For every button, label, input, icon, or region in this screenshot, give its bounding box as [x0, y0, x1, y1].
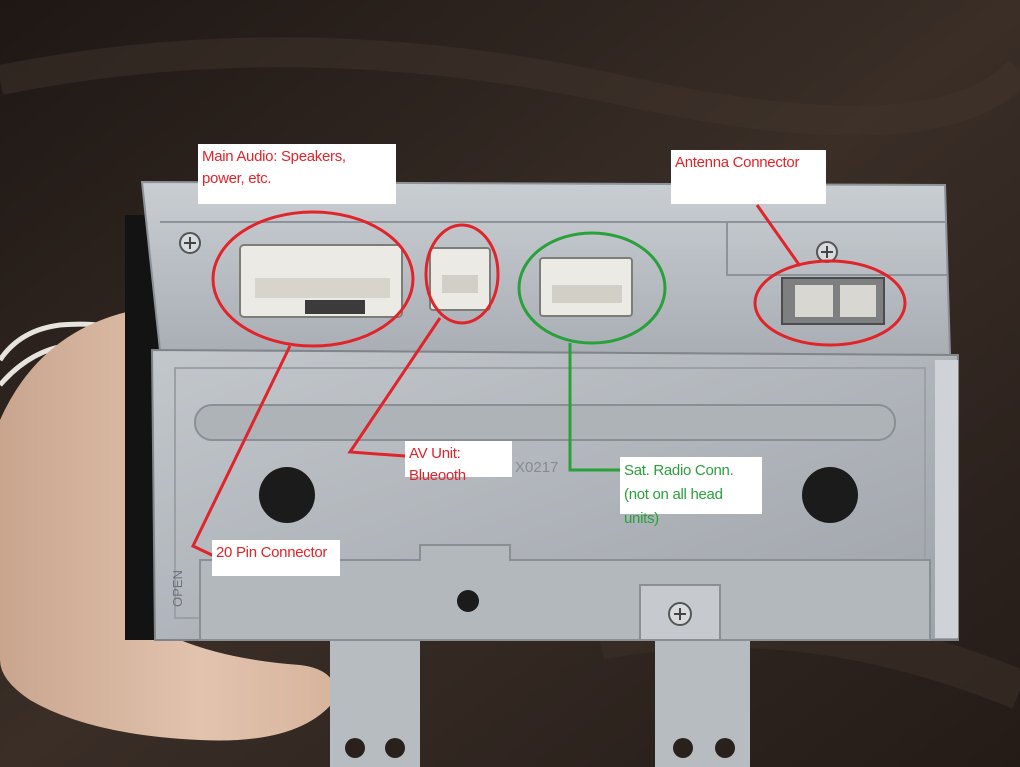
- label-av-unit-text: AV Unit: Blueooth: [409, 445, 466, 484]
- label-main-audio: Main Audio: Speakers, power, etc.: [198, 144, 396, 204]
- label-antenna: Antenna Connector: [671, 150, 826, 204]
- highlight-circle-main-audio: [211, 210, 415, 348]
- front-hole-left: [259, 467, 315, 523]
- engraved-code-text: X0217: [515, 459, 558, 476]
- bracket-left: [330, 630, 420, 767]
- bracket-right: [655, 630, 750, 767]
- leader-line-antenna: [755, 204, 802, 267]
- connector-sat-radio: [539, 257, 633, 317]
- engraved-open-text: OPEN: [170, 570, 185, 607]
- connector-main-audio: [239, 244, 403, 318]
- highlight-circle-antenna: [753, 259, 907, 347]
- label-main-audio-text: Main Audio: Speakers, power, etc.: [202, 148, 346, 187]
- front-hole-right: [802, 467, 858, 523]
- connector-av-unit: [429, 247, 491, 311]
- label-sat-radio-line2: (not on all head units): [624, 486, 723, 527]
- leader-line-av-unit: [347, 317, 442, 458]
- highlight-circle-av-unit: [424, 223, 500, 325]
- leader-line-20pin: [190, 345, 292, 558]
- label-20-pin-text: 20 Pin Connector: [216, 544, 328, 561]
- label-antenna-text: Antenna Connector: [675, 154, 800, 171]
- label-sat-radio: Sat. Radio Conn. (not on all head units): [620, 457, 762, 527]
- highlight-circle-sat-radio: [517, 231, 667, 345]
- label-av-unit: AV Unit: Blueooth: [405, 441, 512, 484]
- connector-antenna: [781, 277, 885, 325]
- label-20-pin: 20 Pin Connector: [212, 540, 340, 576]
- leader-line-sat-radio: [568, 343, 622, 472]
- label-sat-radio-line1: Sat. Radio Conn.: [624, 462, 734, 479]
